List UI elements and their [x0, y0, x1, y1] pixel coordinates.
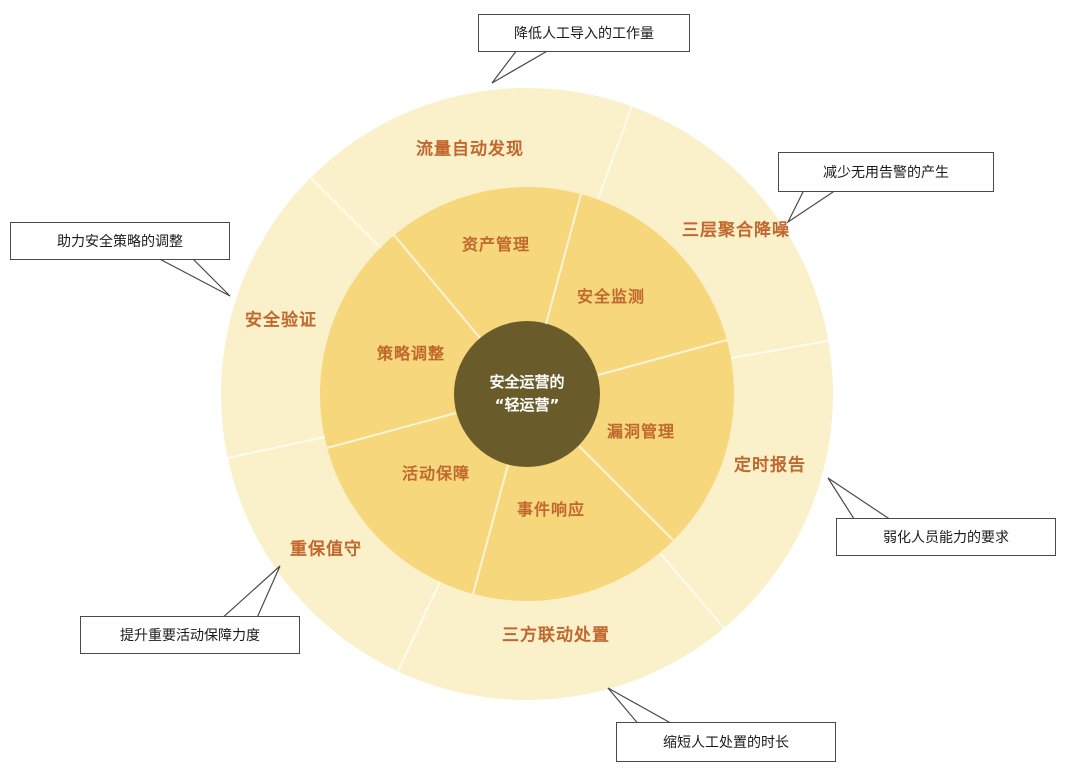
inner-label-activity-assurance: 活动保障: [401, 464, 471, 483]
outer-label-key-event-duty: 重保值守: [290, 539, 362, 560]
callout-tail-left-lower: [218, 565, 281, 621]
callout-shorten-disposal-time: 缩短人工处置的时长: [616, 722, 836, 762]
outer-label-third-party-disposal: 三方联动处置: [502, 625, 610, 646]
inner-label-policy-adjustment: 策略调整: [376, 344, 446, 363]
outer-label-noise-reduction: 三层聚合降噪: [682, 220, 790, 241]
callout-enhance-activity-support: 提升重要活动保障力度: [80, 616, 300, 654]
inner-label-security-monitoring: 安全监测: [576, 287, 646, 306]
callout-reduce-manual-import: 降低人工导入的工作量: [478, 14, 690, 52]
callout-assist-policy-adjustment: 助力安全策略的调整: [10, 222, 230, 260]
center-circle: [454, 321, 600, 467]
outer-label-security-validation: 安全验证: [245, 310, 317, 331]
ring-dividers: [227, 105, 829, 672]
center-title-line2: “轻运营”: [494, 396, 560, 414]
center-title-line1: 安全运营的: [489, 372, 565, 391]
inner-label-asset-management: 资产管理: [461, 235, 531, 254]
center-title: 安全运营的 “轻运营”: [489, 371, 564, 418]
inner-label-incident-response: 事件响应: [516, 500, 586, 519]
callout-reduce-useless-alerts: 减少无用告警的产生: [778, 152, 994, 192]
callout-tail-left-upper: [149, 253, 231, 297]
callout-tail-right-lower: [827, 477, 896, 523]
callout-weaken-skill-requirements: 弱化人员能力的要求: [836, 518, 1056, 556]
outer-label-traffic-discovery: 流量自动发现: [416, 139, 524, 160]
inner-label-vulnerability-management: 漏洞管理: [606, 422, 676, 441]
callout-tail-bottom: [607, 687, 679, 727]
outer-label-scheduled-report: 定时报告: [734, 455, 806, 476]
